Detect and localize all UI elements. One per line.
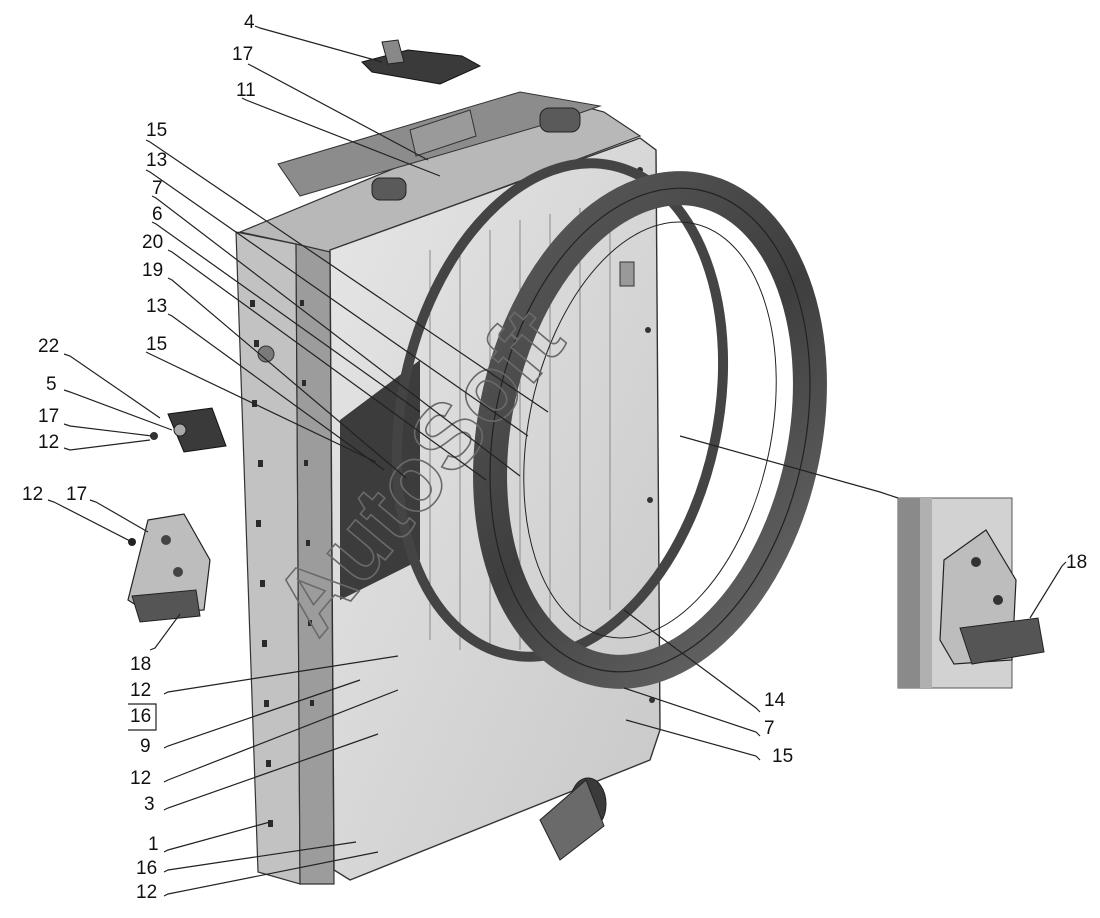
callout-12-lower: 12 — [130, 768, 151, 789]
callout-5: 5 — [46, 374, 57, 395]
radiator-core — [429, 204, 611, 650]
leader-lines — [47, 25, 1067, 897]
callout-15-right: 15 — [772, 746, 793, 767]
callout-6: 6 — [152, 204, 163, 225]
callout-12-support: 12 — [22, 484, 43, 505]
callout-11: 11 — [236, 80, 256, 101]
callout-15-mid: 15 — [146, 334, 167, 355]
callout-18-left: 18 — [130, 654, 151, 675]
callout-18-inset: 18 — [1066, 552, 1087, 573]
callout-9: 9 — [140, 736, 151, 757]
top-bracket — [361, 39, 482, 85]
callout-22: 22 — [38, 336, 59, 357]
radiator-side-frame — [235, 231, 335, 885]
mounting-support — [127, 513, 211, 623]
callout-17-left: 17 — [38, 406, 59, 427]
callout-3: 3 — [144, 794, 155, 815]
callout-7-right: 7 — [764, 718, 775, 739]
detail-inset — [897, 497, 1045, 689]
callout-20: 20 — [142, 232, 163, 253]
callout-12-left: 12 — [38, 432, 59, 453]
callout-16-bottom: 16 — [136, 858, 157, 879]
callout-17-support: 17 — [66, 484, 87, 505]
callout-4: 4 — [244, 12, 255, 33]
callout-15-top: 15 — [146, 120, 167, 141]
callout-12-bottom: 12 — [136, 882, 157, 903]
callout-17-top: 17 — [232, 44, 253, 65]
callout-labels: 4 17 11 15 13 7 6 20 19 13 22 15 5 17 12… — [22, 12, 1087, 903]
callout-19: 19 — [142, 260, 163, 281]
callout-16-stack: 16 — [130, 706, 151, 727]
side-bracket — [150, 407, 227, 453]
callout-13-top: 13 — [146, 150, 167, 171]
callout-7-top: 7 — [152, 178, 163, 199]
callout-14: 14 — [764, 690, 786, 711]
outlet-pipe — [539, 777, 607, 861]
stack-bracket — [128, 703, 157, 731]
callout-13-mid: 13 — [146, 296, 167, 317]
callout-1: 1 — [148, 834, 159, 855]
callout-12-stack: 12 — [130, 680, 151, 701]
fan-ring — [391, 158, 827, 689]
